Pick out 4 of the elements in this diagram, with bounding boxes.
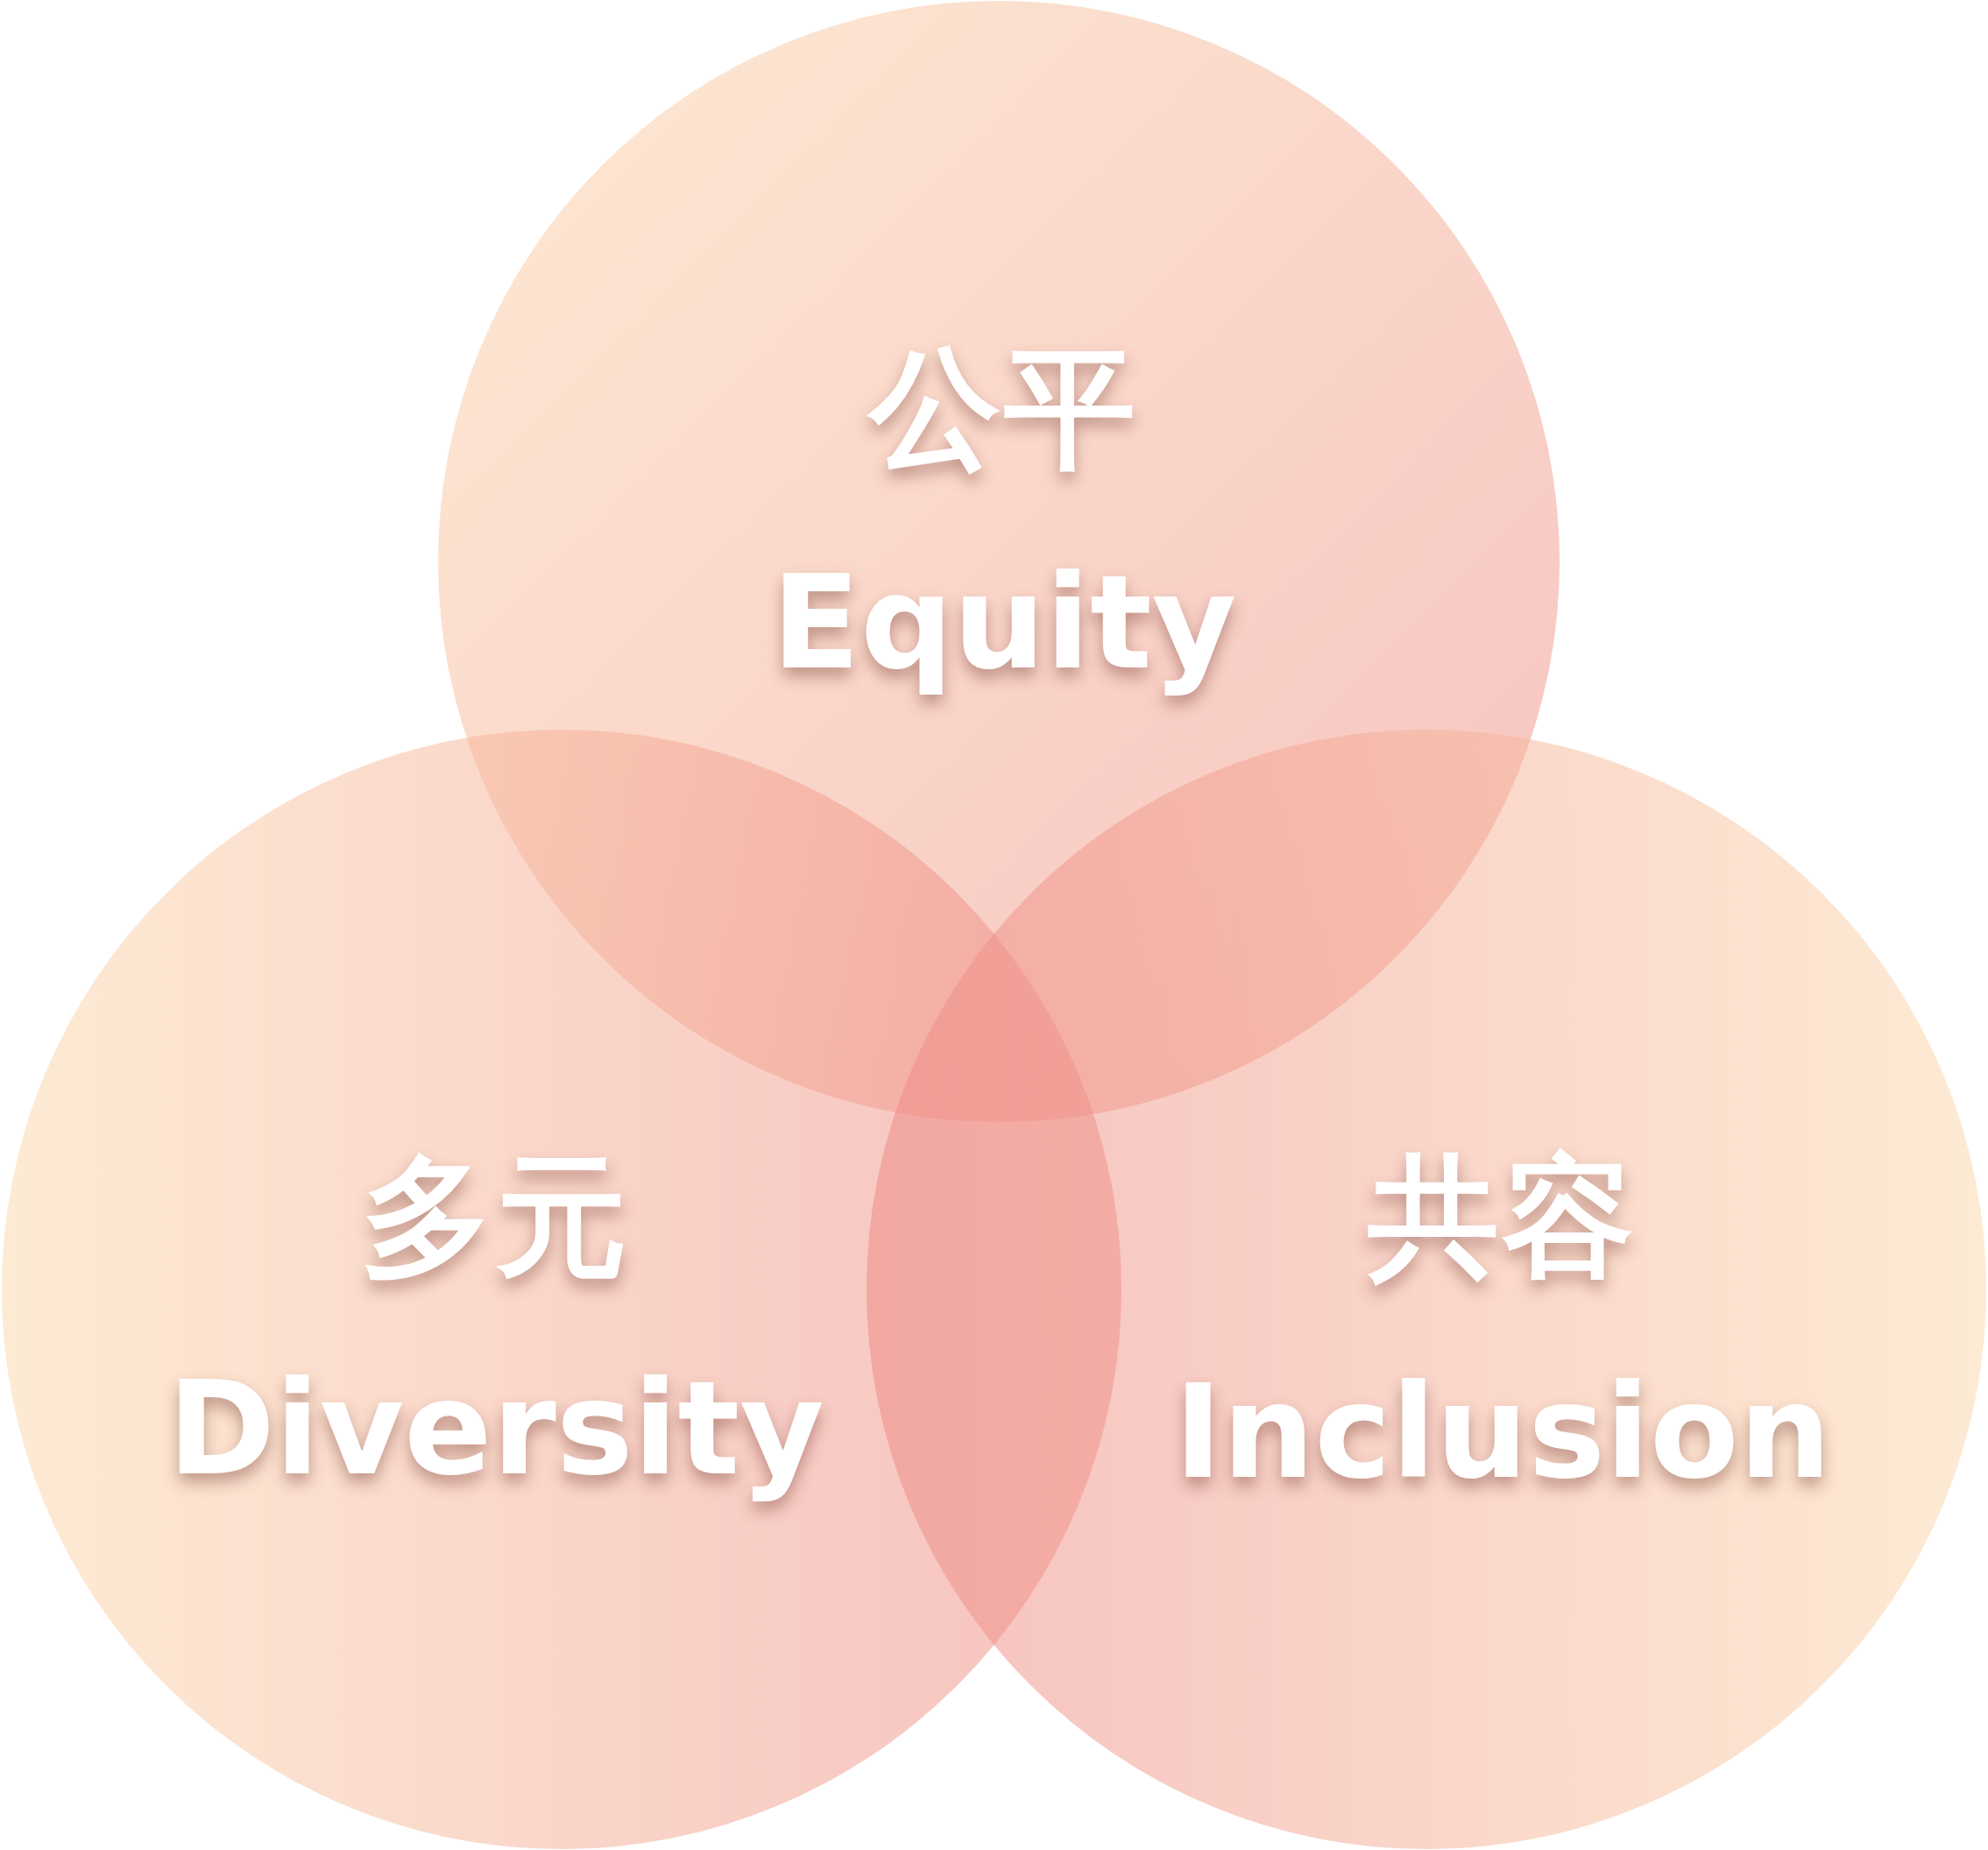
circle-label: Equity	[771, 547, 1237, 700]
circle-label: Inclusion	[1173, 1356, 1832, 1509]
circle-label: Diversity	[167, 1352, 824, 1506]
venn-circle	[867, 730, 1986, 1849]
